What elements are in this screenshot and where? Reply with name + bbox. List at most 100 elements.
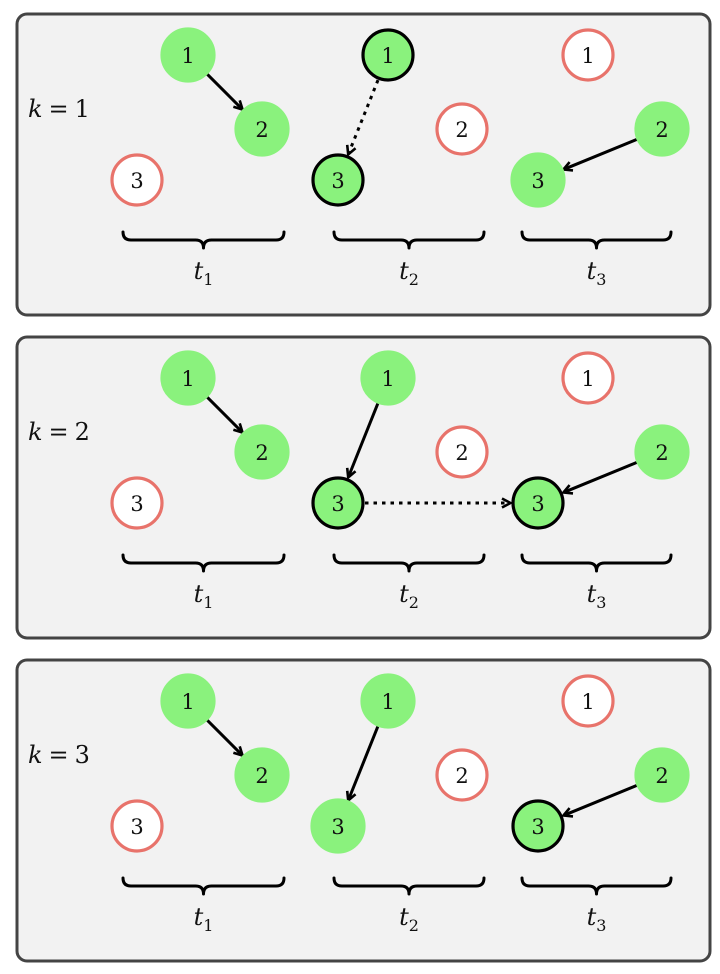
edge-t3-2-to-3 <box>564 460 638 492</box>
node-circle <box>634 747 690 803</box>
node-label: 2 <box>455 764 468 788</box>
node-label: 1 <box>581 44 594 68</box>
node-circle <box>435 425 489 479</box>
node-label: 2 <box>655 764 668 788</box>
time-label-base: t <box>399 580 409 608</box>
node-t3-2-active: 2 <box>634 101 690 157</box>
node-label: 3 <box>531 815 544 839</box>
node-circle <box>561 28 615 82</box>
k-value: 1 <box>75 95 90 123</box>
k-label: k=1 <box>28 95 90 123</box>
node-circle <box>435 748 489 802</box>
node-circle <box>634 424 690 480</box>
time-label-base: t <box>587 580 597 608</box>
k-label: k=3 <box>28 741 90 769</box>
brace-t3 <box>520 553 673 573</box>
node-circle <box>310 798 366 854</box>
node-t2-1-active: 1 <box>360 350 416 406</box>
node-circle <box>360 673 416 729</box>
node-t2-2-inactive: 2 <box>435 748 489 802</box>
brace-t2 <box>332 230 486 250</box>
edge-t3-2-to-3 <box>564 137 638 169</box>
node-t2-2-inactive: 2 <box>435 425 489 479</box>
node-t3-2-active: 2 <box>634 747 690 803</box>
node-label: 1 <box>581 690 594 714</box>
node-label: 3 <box>531 492 544 516</box>
edge-t1-1-to-2 <box>206 396 242 432</box>
k-equals: = <box>49 741 69 769</box>
node-label: 1 <box>181 44 194 68</box>
brace-t3 <box>520 230 673 250</box>
time-label-t1: t1 <box>194 903 214 935</box>
time-label-t1: t1 <box>194 257 214 289</box>
node-circle <box>511 476 565 530</box>
node-t3-3-highlight: 3 <box>511 476 565 530</box>
brace-t1 <box>121 876 286 896</box>
node-t1-1-active: 1 <box>160 350 216 406</box>
node-label: 3 <box>130 815 143 839</box>
node-t1-2-active: 2 <box>234 101 290 157</box>
k-equals: = <box>49 95 69 123</box>
node-t3-2-active: 2 <box>634 424 690 480</box>
time-label-subscript: 2 <box>409 593 419 612</box>
time-label-base: t <box>194 257 204 285</box>
node-label: 2 <box>655 118 668 142</box>
time-label-t3: t3 <box>587 257 607 289</box>
node-circle <box>311 476 365 530</box>
edge-t2-1-to-3 <box>348 725 380 800</box>
node-label: 3 <box>130 492 143 516</box>
node-circle <box>234 101 290 157</box>
node-label: 1 <box>381 44 394 68</box>
time-label-base: t <box>399 903 409 931</box>
time-label-t2: t2 <box>399 903 419 935</box>
node-label: 3 <box>531 169 544 193</box>
node-label: 1 <box>381 690 394 714</box>
edge-t1-1-to-2 <box>206 73 242 109</box>
node-circle <box>110 476 164 530</box>
node-t3-3-highlight: 3 <box>511 799 565 853</box>
node-t3-1-inactive: 1 <box>561 28 615 82</box>
node-t3-1-inactive: 1 <box>561 674 615 728</box>
node-circle <box>361 28 415 82</box>
node-label: 2 <box>455 118 468 142</box>
time-label-subscript: 1 <box>203 270 213 289</box>
k-value: 3 <box>75 741 90 769</box>
time-label-subscript: 3 <box>596 916 606 935</box>
node-t2-3-active: 3 <box>310 798 366 854</box>
node-t1-3-inactive: 3 <box>110 476 164 530</box>
k-variable: k <box>28 95 43 123</box>
node-circle <box>234 747 290 803</box>
node-label: 3 <box>130 169 143 193</box>
node-circle <box>360 350 416 406</box>
node-circle <box>435 102 489 156</box>
node-circle <box>511 799 565 853</box>
time-label-t2: t2 <box>399 257 419 289</box>
edge-t1-1-to-2 <box>206 719 242 755</box>
node-circle <box>160 673 216 729</box>
k-label: k=2 <box>28 418 90 446</box>
node-label: 1 <box>181 367 194 391</box>
time-label-t1: t1 <box>194 580 214 612</box>
time-label-base: t <box>399 257 409 285</box>
node-t3-1-inactive: 1 <box>561 351 615 405</box>
node-circle <box>110 799 164 853</box>
node-t2-3-highlight: 3 <box>311 476 365 530</box>
brace-t2 <box>332 553 486 573</box>
node-t1-2-active: 2 <box>234 424 290 480</box>
node-circle <box>561 351 615 405</box>
brace-t3 <box>520 876 673 896</box>
node-label: 1 <box>181 690 194 714</box>
node-t2-3-highlight: 3 <box>311 153 365 207</box>
time-label-subscript: 1 <box>203 916 213 935</box>
k-variable: k <box>28 418 43 446</box>
node-t3-3-active: 3 <box>510 152 566 208</box>
node-t1-1-active: 1 <box>160 27 216 83</box>
node-label: 3 <box>331 492 344 516</box>
node-circle <box>561 674 615 728</box>
node-label: 1 <box>381 367 394 391</box>
